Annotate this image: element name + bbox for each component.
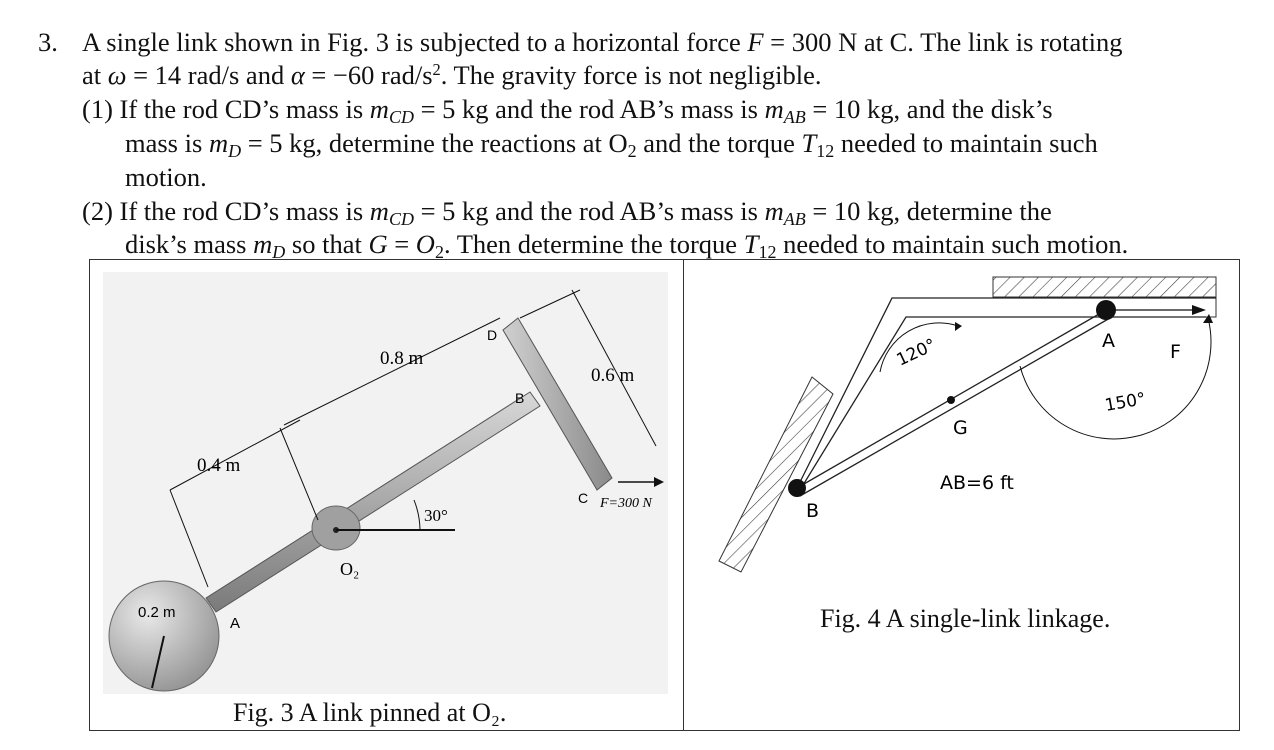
fig4-label-a: A: [1102, 330, 1115, 352]
fig4-top-wall: [992, 276, 1217, 298]
part1-line-3: motion.: [125, 162, 207, 192]
fig3-rod-cd: [502, 317, 613, 491]
fig3-label-04: 0.4 m: [197, 455, 241, 476]
fig3-rod-ab: [205, 391, 541, 613]
fig3-dim-08: [283, 317, 501, 426]
fig4-drawing: A B G F 120° 150° AB=6 ft: [718, 276, 1217, 573]
fig3-label-force: F=300 N: [599, 496, 652, 511]
fig3-label-08: 0.8 m: [380, 348, 424, 369]
fig4-arc-120: [879, 322, 959, 373]
fig3-label-02: 0.2 m: [138, 604, 176, 621]
fig3-drawing: 0.8 m 0.6 m 0.4 m 0.2 m D B C A O₂ 30° F…: [103, 272, 668, 694]
fig3-radius-line: [151, 635, 165, 689]
fig3-label-angle: 30°: [424, 506, 448, 525]
figure-divider: [683, 259, 684, 731]
fig4-arc-150: [1019, 317, 1212, 440]
fig3-label-o2: O₂: [340, 559, 359, 579]
fig3-label-c: C: [578, 490, 588, 506]
fig3-angle-arc: [413, 499, 421, 531]
part2-line-1: (2) If the rod CD’s mass is mCD = 5 kg a…: [82, 196, 1052, 230]
problem-number: 3.: [38, 27, 58, 57]
part1-line-2: mass is mD = 5 kg, determine the reactio…: [125, 128, 1098, 162]
fig3-caption: Fig. 3 A link pinned at O₂.: [233, 698, 507, 727]
fig3-dim-04: [169, 419, 301, 491]
fig4-slanted-wall: [718, 376, 834, 573]
fig4-label-g: G: [953, 417, 968, 439]
fig4-label-120: 120°: [894, 335, 940, 370]
intro-line-1: A single link shown in Fig. 3 is subject…: [82, 27, 1123, 57]
part2-line-2: disk’s mass mD so that G = O2. Then dete…: [125, 229, 1129, 263]
fig4-caption: Fig. 4 A single-link linkage.: [820, 604, 1111, 633]
part1-line-1: (1) If the rod CD’s mass is mCD = 5 kg a…: [82, 94, 1053, 128]
fig4-joint-b: [788, 479, 806, 497]
fig4-label-150: 150°: [1103, 389, 1147, 416]
fig3-label-06: 0.6 m: [591, 365, 635, 386]
fig3-label-a: A: [230, 615, 240, 632]
intro-line-2: at ω = 14 rad/s and α = −60 rad/s2. The …: [82, 59, 822, 90]
fig3-dim-06: [571, 289, 657, 447]
figure-frame: [89, 259, 1240, 731]
fig4-mass-center: [947, 396, 955, 404]
fig4-label-b: B: [806, 500, 819, 522]
fig3-label-b: B: [515, 390, 524, 406]
fig4-label-f: F: [1170, 341, 1181, 363]
fig3-label-d: D: [487, 327, 497, 343]
fig4-label-ab: AB=6 ft: [940, 472, 1014, 494]
fig4-outer-guide: [796, 297, 1216, 489]
